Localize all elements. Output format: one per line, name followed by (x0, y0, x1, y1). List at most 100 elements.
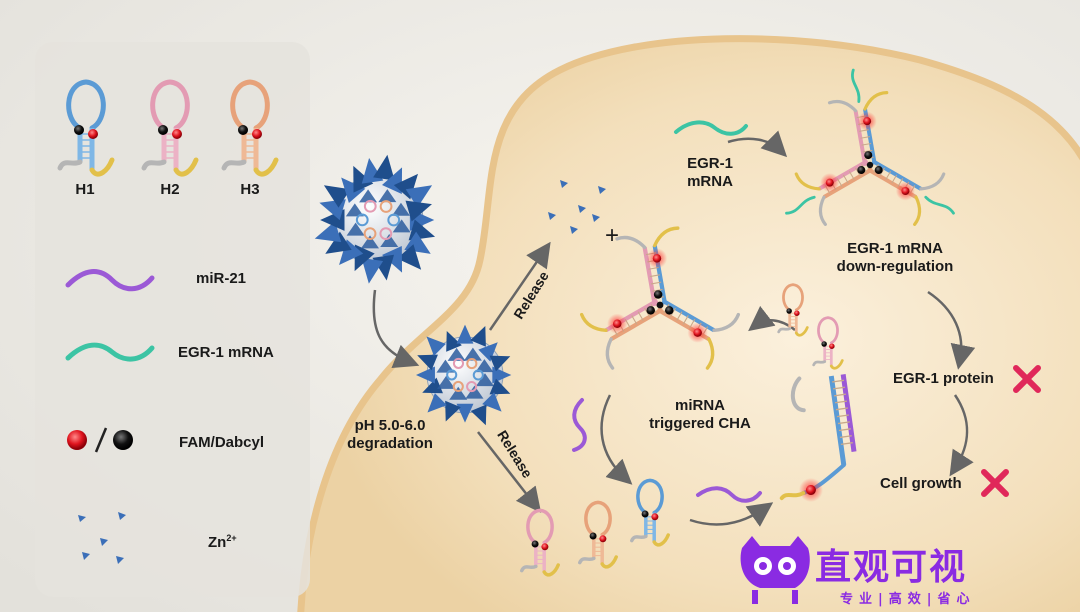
downregulation-label-line2: down-regulation (836, 258, 954, 275)
zif-tetrahedron (417, 354, 438, 371)
legend-label-h3: H3 (240, 181, 260, 198)
base-pair (835, 407, 848, 411)
release-arrow-top (488, 241, 551, 331)
base-pair (840, 442, 853, 446)
zif-tetrahedron (325, 231, 352, 254)
toehold-yellow (829, 359, 844, 370)
junction (579, 226, 741, 370)
zif-tetrahedron (492, 366, 512, 384)
release-arrow-bottom (477, 431, 542, 513)
brand-name: 直观可视 (815, 547, 968, 588)
fam-dot (825, 178, 834, 187)
inner-tetrahedron (359, 189, 378, 203)
inner-tetrahedron (392, 219, 411, 233)
base-pair (891, 174, 898, 184)
zif-tetrahedron (314, 221, 342, 243)
fam-dot-icon (67, 430, 87, 450)
toehold-yellow (913, 195, 922, 226)
arm-strand (609, 307, 664, 342)
fam-dot (541, 543, 549, 551)
egr-mrna-bound (924, 195, 955, 215)
mir21-strand (840, 374, 857, 452)
nanoparticle-intact-icon (314, 154, 436, 284)
base-pair (842, 174, 849, 184)
egr-mrna-bound (851, 68, 861, 103)
fam-dot (613, 319, 622, 329)
junction-center (656, 301, 664, 309)
dabcyl-dot (158, 125, 168, 135)
zif-tetrahedron (422, 377, 443, 394)
base-pair (637, 311, 644, 321)
loaded-hairpin (387, 213, 401, 227)
zif-tetrahedron (341, 177, 366, 204)
cycle-h3-hairpin (777, 283, 809, 337)
legend-panel (35, 42, 310, 597)
cycle-arrow-bottom (689, 502, 774, 527)
toehold-grey (57, 159, 83, 171)
zif-tetrahedron (361, 257, 384, 284)
fam-dot (693, 328, 702, 337)
zif-tetrahedron (405, 185, 433, 208)
downregulation-arrow (927, 290, 976, 370)
toehold-grey (605, 337, 615, 370)
fam-dot (829, 343, 835, 349)
zif-tetrahedron (373, 154, 395, 181)
base-pair (838, 428, 851, 432)
cell-growth-label: Cell growth (880, 475, 962, 492)
zif-tetrahedron (489, 378, 511, 395)
arm-strand (853, 110, 868, 167)
toehold-grey (812, 360, 827, 367)
egr-mrna-bound (785, 195, 816, 215)
mir21-strand-icon (65, 269, 155, 292)
base-pair (848, 171, 855, 180)
zif-tetrahedron (323, 185, 351, 208)
ph-label-line1: pH 5.0-6.0 (354, 417, 426, 434)
toehold-grey (790, 376, 806, 413)
mir21-strand-bottom (696, 486, 762, 503)
fam-dot (794, 310, 800, 316)
toehold-yellow (579, 312, 608, 333)
zif-tetrahedron (470, 404, 487, 426)
base-pair (836, 414, 849, 418)
toehold-yellow (89, 157, 115, 177)
zif-tetrahedron (456, 324, 474, 344)
toehold-yellow (705, 337, 715, 370)
hairpin-loop (817, 316, 839, 345)
cycle-h2-hairpin (812, 316, 844, 370)
ph-label: pH 5.0-6.0 degradation (330, 417, 450, 453)
toehold-yellow (542, 563, 560, 577)
three-way-junction-egr-bound (785, 68, 955, 226)
legend-hairpins (57, 79, 279, 177)
cha-label-line1: miRNA (674, 397, 725, 414)
base-pair (832, 379, 845, 383)
legend-label-h2: H2 (160, 181, 180, 198)
binding-arrow (727, 130, 788, 158)
egr-protein-label: EGR-1 protein (893, 370, 994, 387)
hairpin-loop (782, 283, 804, 312)
loaded-hairpin (452, 357, 465, 369)
hairpin-loop (150, 79, 190, 131)
fam-dot (252, 129, 262, 139)
toehold-grey (615, 235, 647, 249)
hairpin-loop (66, 79, 106, 131)
base-pair (839, 435, 852, 439)
egr-mrna-label: EGR-1 mRNA (670, 155, 750, 191)
inner-tetrahedron (475, 373, 494, 387)
brand-tagline: 专业|高效|省心 (840, 592, 976, 607)
loaded-hairpin (363, 199, 377, 213)
inner-tetrahedron (346, 222, 365, 236)
released-zn-ions (548, 180, 606, 234)
zif-tetrahedron (456, 403, 474, 423)
base-pair (834, 400, 848, 404)
dabcyl-dot (821, 341, 827, 347)
egr-mrna-strand (674, 120, 748, 136)
duplex-group (779, 374, 857, 502)
loaded-hairpin (379, 200, 393, 213)
brand-logo-icon (740, 536, 810, 604)
protein-arrow (949, 394, 974, 477)
legend-label-zn: Zn2+ (208, 529, 237, 552)
released-h3-hairpin (578, 500, 618, 569)
zif-tetrahedron (445, 400, 461, 422)
dabcyl-dot (74, 125, 84, 135)
